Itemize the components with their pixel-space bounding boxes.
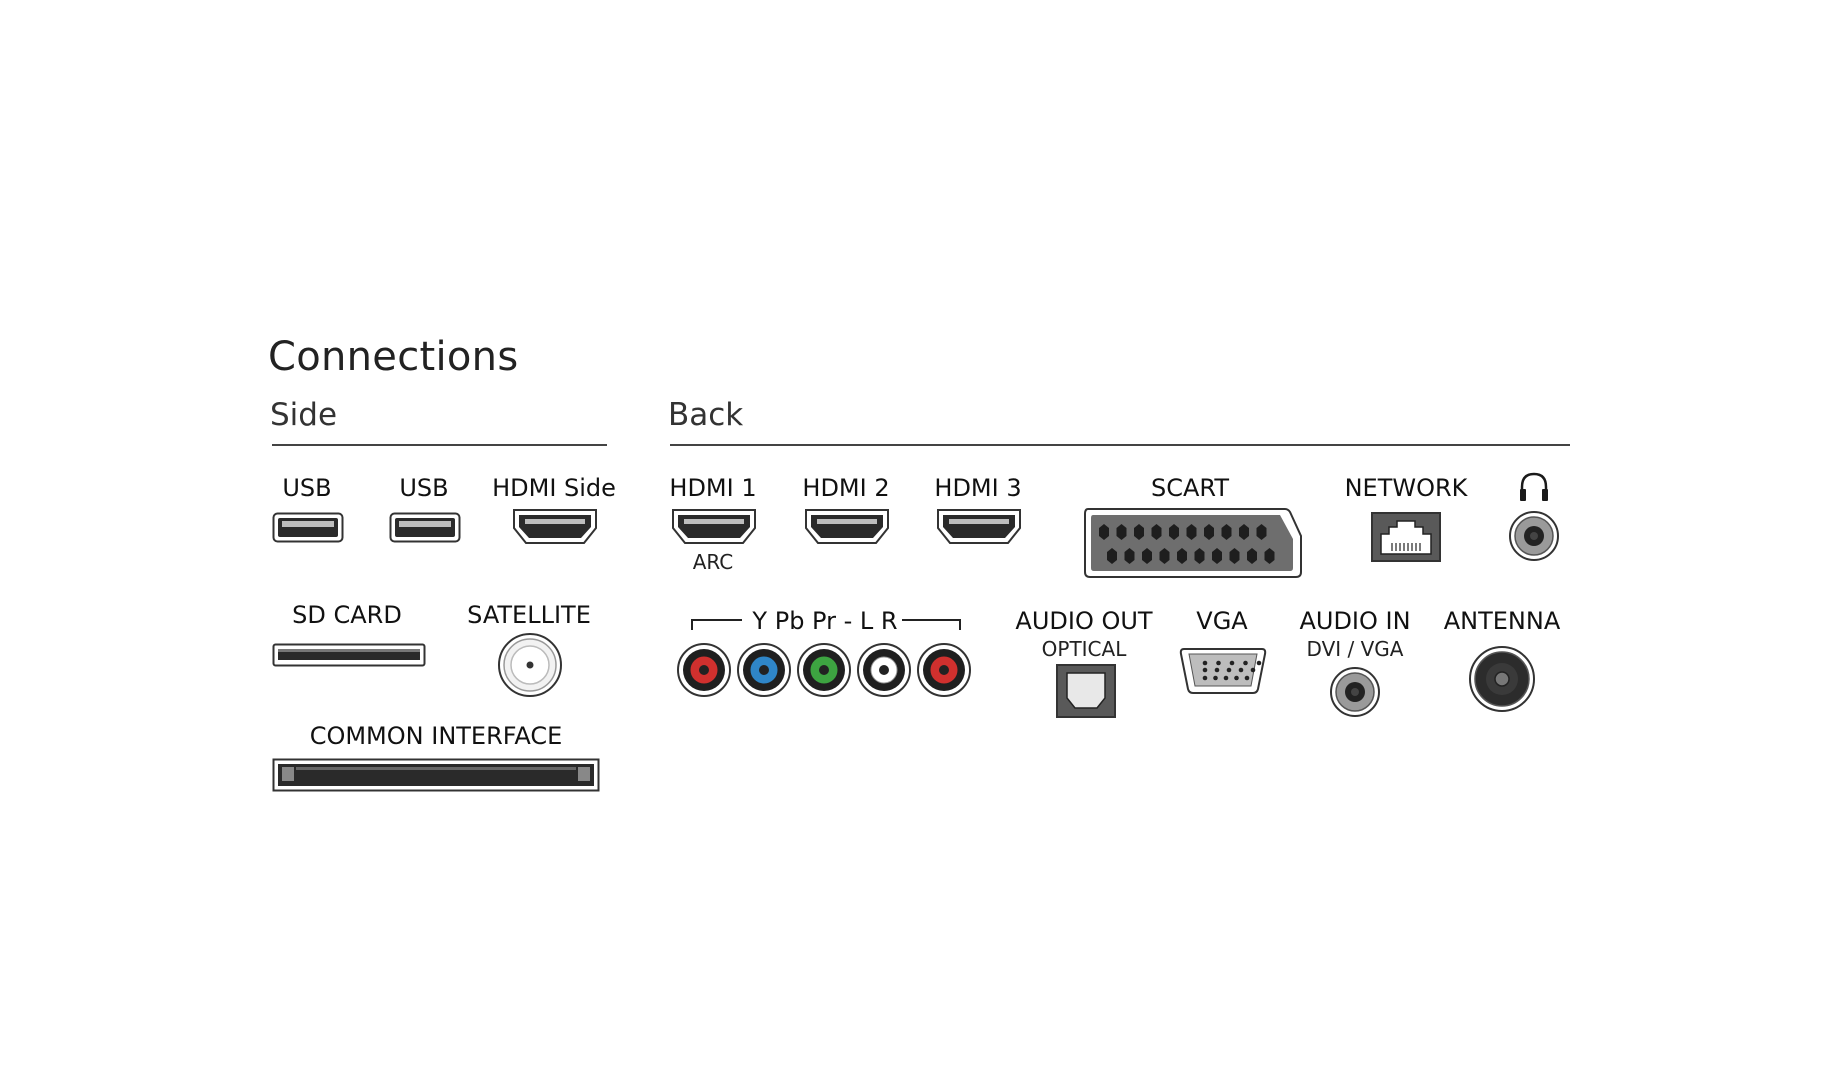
scart-pin <box>1186 524 1197 540</box>
scart-pin <box>1221 524 1232 540</box>
common-interface-slot <box>272 758 600 792</box>
scart-pin <box>1264 548 1275 564</box>
section-back-title: Back <box>668 397 744 433</box>
vga-pin <box>1202 667 1208 673</box>
usb1-label: USB <box>282 474 332 502</box>
audio-in-label: AUDIO IN <box>1299 607 1411 635</box>
rca-group <box>677 643 971 697</box>
audio-in-dvi-vga-sublabel: DVI / VGA <box>1306 637 1404 661</box>
vga-pin <box>1223 675 1229 681</box>
network-label: NETWORK <box>1344 474 1468 502</box>
audio-l-jack <box>857 643 911 697</box>
ypbpr-bracket <box>691 619 961 630</box>
hdmi-side-port <box>513 509 597 544</box>
antenna-label: ANTENNA <box>1443 607 1561 635</box>
vga-pin <box>1202 675 1208 681</box>
scart-pin <box>1169 524 1179 540</box>
scart-pin <box>1116 524 1127 540</box>
vga-pin <box>1226 667 1232 673</box>
scart-pin <box>1159 548 1170 564</box>
antenna-port <box>1469 646 1535 712</box>
scart-pin <box>1107 548 1117 564</box>
vga-pin <box>1238 667 1244 673</box>
network-port <box>1371 512 1441 562</box>
scart-pin <box>1099 524 1109 540</box>
vga-pin <box>1234 675 1239 681</box>
scart-pin <box>1194 548 1205 564</box>
y-jack <box>677 643 731 697</box>
scart-pin <box>1212 548 1222 564</box>
vga-pin <box>1229 660 1235 666</box>
vga-label: VGA <box>1196 607 1248 635</box>
scart-pin <box>1151 524 1162 540</box>
pb-jack <box>737 643 791 697</box>
back-divider <box>670 444 1570 446</box>
rca-jacks <box>677 643 971 697</box>
hdmi3-label: HDMI 3 <box>934 474 1022 502</box>
sd-card-slot <box>272 643 426 667</box>
audio-out-label: AUDIO OUT <box>1015 607 1153 635</box>
pr-jack <box>797 643 851 697</box>
vga-pin <box>1216 660 1221 666</box>
usb1-port <box>272 512 344 543</box>
hdmi2-port <box>805 509 889 544</box>
vga-pin <box>1256 660 1262 666</box>
scart-pins <box>1099 524 1275 564</box>
vga-pins <box>1202 660 1262 681</box>
scart-pin <box>1204 524 1214 540</box>
hdmi-side-label: HDMI Side <box>492 474 616 502</box>
scart-pin <box>1247 548 1257 564</box>
scart-pin <box>1177 548 1187 564</box>
hdmi1-label: HDMI 1 <box>669 474 757 502</box>
vga-pin <box>1214 667 1220 673</box>
headphone-jack <box>1509 511 1559 561</box>
vga-port <box>1179 648 1267 694</box>
sd-card-label: SD CARD <box>292 601 402 629</box>
vga-pin <box>1213 675 1218 681</box>
scart-pin <box>1229 548 1240 564</box>
hdmi3-port <box>937 509 1021 544</box>
vga-pin <box>1202 660 1208 666</box>
hdmi2-label: HDMI 2 <box>802 474 890 502</box>
ypbpr-label: Y Pb Pr - L R <box>748 607 902 635</box>
audio-out-optical-port <box>1056 664 1116 718</box>
headphone-icon <box>1520 472 1548 501</box>
usb2-port <box>389 512 461 543</box>
scart-pin <box>1134 524 1144 540</box>
scart-label: SCART <box>1151 474 1229 502</box>
vga-pin <box>1244 675 1250 681</box>
scart-port <box>1084 508 1302 578</box>
scart-pin <box>1142 548 1152 564</box>
common-interface-label: COMMON INTERFACE <box>309 722 563 750</box>
audio-in-jack <box>1330 667 1380 717</box>
usb2-label: USB <box>399 474 449 502</box>
section-side-title: Side <box>270 397 338 433</box>
hdmi1-port <box>672 509 756 544</box>
scart-pin <box>1124 548 1135 564</box>
hdmi1-arc-sublabel: ARC <box>692 550 734 574</box>
satellite-label: SATELLITE <box>467 601 591 629</box>
side-divider <box>272 444 607 446</box>
vga-pin <box>1243 660 1248 666</box>
satellite-port <box>498 633 562 697</box>
audio-r-jack <box>917 643 971 697</box>
vga-pin <box>1250 667 1256 673</box>
audio-out-optical-sublabel: OPTICAL <box>1041 637 1127 661</box>
page-title: Connections <box>268 334 519 380</box>
scart-pin <box>1256 524 1267 540</box>
scart-pin <box>1239 524 1249 540</box>
